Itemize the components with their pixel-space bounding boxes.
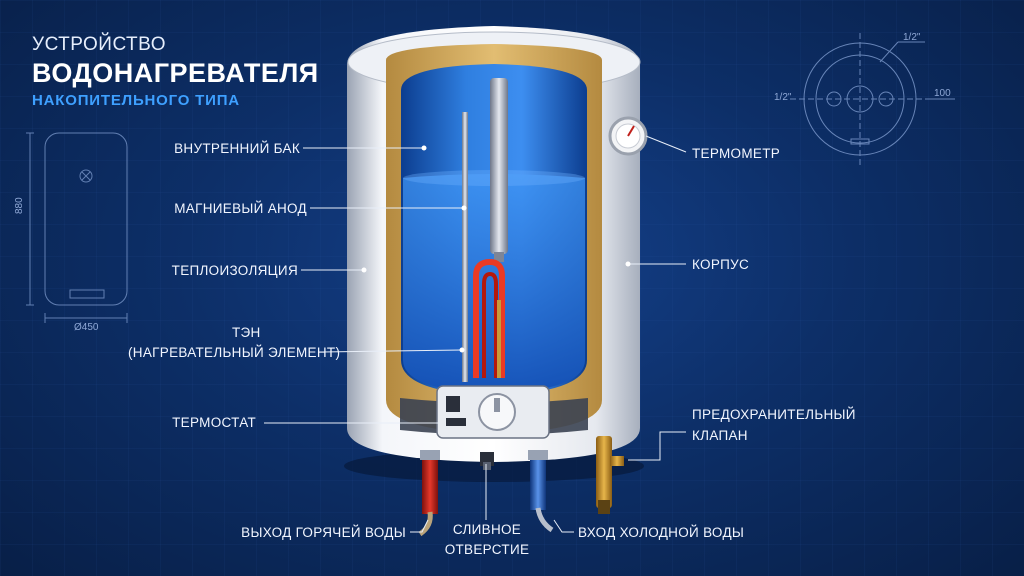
leader-dots [361, 145, 631, 353]
label-drain-line2: ОТВЕРСТИЕ [444, 542, 530, 557]
thread-top-dimension: 1/2" [903, 32, 921, 43]
leader-lines [264, 135, 687, 533]
bottom-view-drawing [790, 33, 955, 165]
cold-water-pipe [530, 454, 546, 510]
front-view-drawing [26, 132, 128, 323]
label-safety-valve-line2: КЛАПАН [692, 428, 748, 443]
label-heater-title: ТЭН [232, 325, 261, 340]
hot-water-pipe [422, 454, 438, 514]
label-housing: КОРПУС [692, 257, 750, 272]
anode-rod [490, 78, 508, 254]
title-line-1: УСТРОЙСТВО [32, 34, 166, 55]
label-insulation: ТЕПЛОИЗОЛЯЦИЯ [171, 263, 298, 278]
height-dimension: 880 [14, 197, 25, 214]
label-hot-water-outlet: ВЫХОД ГОРЯЧЕЙ ВОДЫ [241, 525, 406, 540]
thread-left-dimension: 1/2" [774, 92, 792, 103]
diameter-dimension: Ø450 [74, 322, 99, 333]
label-drain-line1: СЛИВНОЕ [452, 522, 522, 537]
label-inner-tank: ВНУТРЕННИЙ БАК [174, 141, 300, 156]
label-cold-water-inlet: ВХОД ХОЛОДНОЙ ВОДЫ [578, 525, 745, 540]
label-thermostat: ТЕРМОСТАТ [172, 415, 256, 430]
label-safety-valve-line1: ПРЕДОХРАНИТЕЛЬНЫЙ [692, 407, 856, 422]
title-line-2: ВОДОНАГРЕВАТЕЛЯ [32, 58, 319, 88]
label-thermometer: ТЕРМОМЕТР [692, 146, 781, 161]
safety-valve [596, 436, 612, 508]
title-line-3: НАКОПИТЕЛЬНОГО ТИПА [32, 92, 240, 109]
magnesium-anode-rod [462, 112, 468, 382]
label-magnesium-anode: МАГНИЕВЫЙ АНОД [174, 201, 307, 216]
label-heater-subtitle: (НАГРЕВАТЕЛЬНЫЙ ЭЛЕМЕНТ) [128, 345, 341, 360]
spacing-dimension: 100 [934, 88, 951, 99]
heating-element [473, 258, 505, 378]
